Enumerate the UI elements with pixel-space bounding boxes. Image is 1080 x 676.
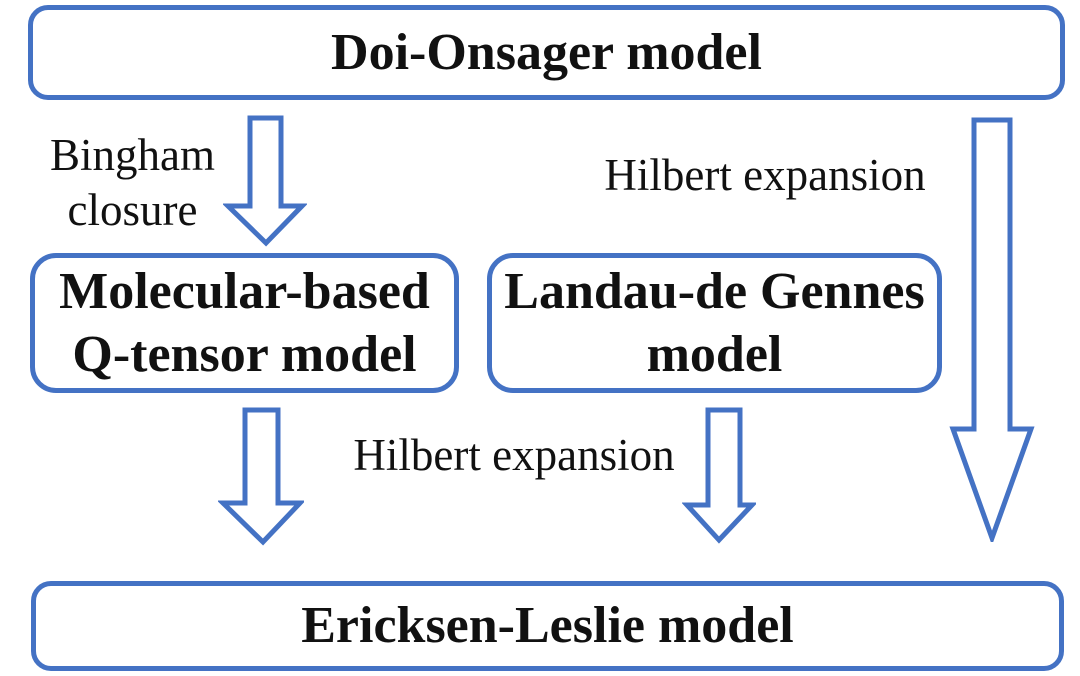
block-arrow-down-bingham-icon	[223, 114, 307, 248]
block-arrow-down-landau-icon	[682, 406, 756, 544]
node-ericksen-leslie-model: Ericksen-Leslie model	[31, 581, 1064, 671]
bingham-closure-line2: closure	[67, 184, 198, 235]
node-molecular-based-q-tensor-model: Molecular-based Q-tensor model	[30, 253, 459, 393]
q-tensor-label-line2: Q-tensor model	[72, 326, 417, 383]
edge-label-bingham-closure: Bingham closure	[30, 128, 235, 238]
block-arrow-down-qtensor-icon	[218, 406, 304, 546]
landau-label-line1: Landau-de Gennes	[504, 262, 925, 320]
block-arrow-down-long-icon	[949, 116, 1035, 542]
landau-label-line2: model	[646, 326, 783, 383]
q-tensor-label-line1: Molecular-based	[59, 262, 430, 320]
node-doi-onsager-model: Doi-Onsager model	[28, 5, 1065, 100]
edge-label-hilbert-expansion-right: Hilbert expansion	[604, 150, 926, 200]
node-ericksen-leslie-label: Ericksen-Leslie model	[301, 597, 794, 655]
node-landau-de-gennes-model: Landau-de Gennes model	[487, 253, 942, 393]
bingham-closure-line1: Bingham	[50, 130, 215, 180]
edge-label-hilbert-expansion-middle: Hilbert expansion	[353, 430, 675, 480]
node-doi-onsager-label: Doi-Onsager model	[331, 23, 762, 81]
